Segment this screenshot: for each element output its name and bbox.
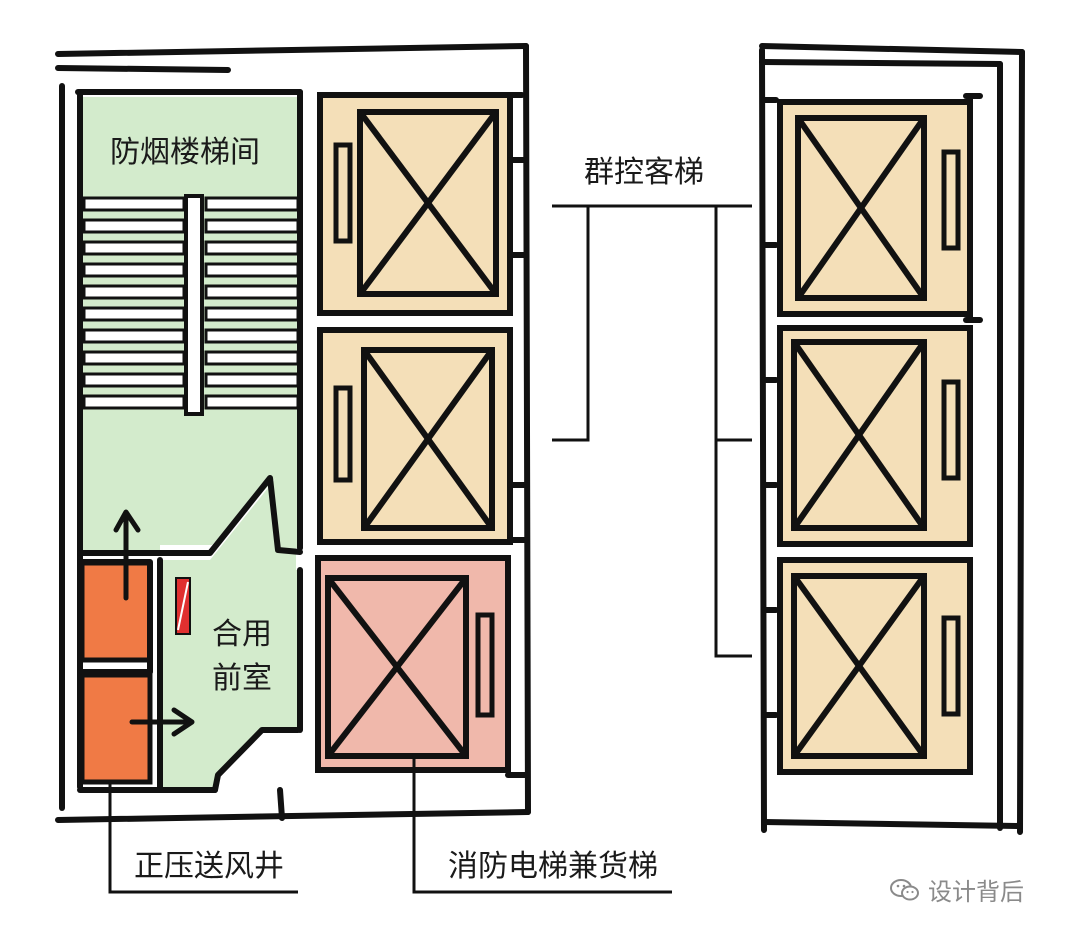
watermark-text: 设计背后 [928, 878, 1024, 906]
watermark: 设计背后 [890, 872, 1024, 907]
fire-freight-elevator-label: 消防电梯兼货梯 [448, 849, 658, 884]
right-core-walls [759, 43, 1025, 835]
smoke-stair-label: 防烟楼梯间 [110, 135, 260, 170]
passenger-elevator-left-1 [317, 92, 513, 316]
passenger-elevator-right-1 [777, 99, 973, 317]
stair-handrail [184, 194, 204, 416]
shared-lobby-label-line1: 合用 [212, 617, 272, 652]
passenger-elevator-right-2 [777, 325, 973, 547]
pressurization-shaft-upper [79, 560, 153, 663]
leader-lines [108, 204, 752, 894]
wechat-icon [890, 878, 919, 900]
shared-lobby-area [160, 478, 300, 790]
passenger-elevator-left-2 [317, 327, 513, 545]
passenger-elevator-right-3 [777, 557, 973, 775]
pressurization-shaft-label: 正压送风井 [134, 849, 284, 884]
left-core-walls [55, 43, 531, 823]
pressurization-shaft-lower [79, 672, 153, 785]
shared-lobby-label-line2: 前室 [212, 661, 272, 696]
group-elevators-label: 群控客梯 [584, 155, 704, 190]
fire-freight-elevator [315, 555, 511, 773]
